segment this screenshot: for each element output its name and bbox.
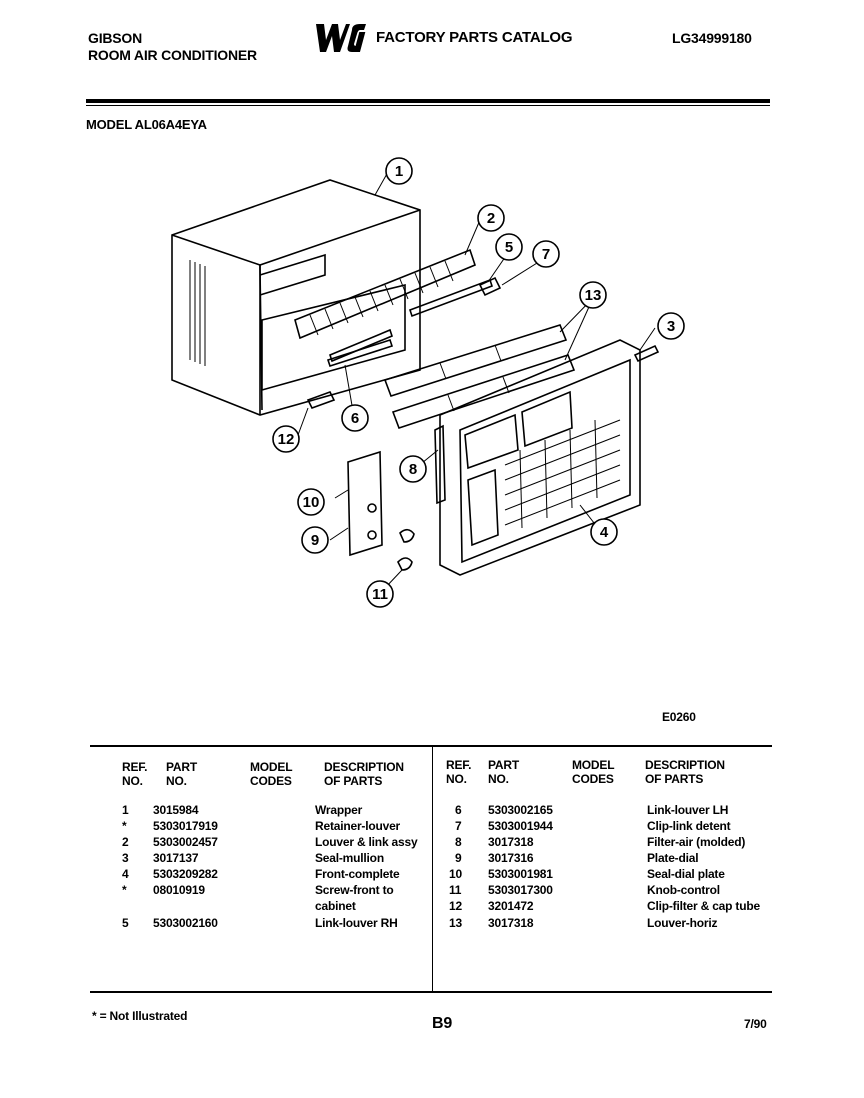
callout-13: 13 [579,281,607,309]
link-louver-rh [408,278,494,318]
header-ref-right: REF.NO. [446,758,472,786]
catalog-number: LG34999180 [672,30,752,46]
brand-name: GIBSON [88,30,143,46]
header-ref: REF.NO. [122,760,148,788]
table-top-rule [90,745,772,747]
svg-text:11: 11 [372,586,388,603]
svg-text:13: 13 [585,287,602,304]
diagram-drawing: 1 2 5 7 13 3 6 12 8 10 9 4 11 [171,157,685,608]
clip-link-detent [478,276,502,297]
callout-12: 12 [272,425,300,453]
svg-text:1: 1 [395,163,403,180]
front-complete [439,339,641,576]
svg-text:8: 8 [409,461,417,478]
plate-dial [347,450,383,557]
svg-text:5: 5 [505,239,513,256]
callout-10: 10 [297,488,325,516]
table-divider [432,745,433,992]
svg-text:4: 4 [600,524,609,541]
svg-text:3: 3 [667,318,675,335]
svg-text:10: 10 [303,494,320,511]
not-illustrated-note: * = Not Illustrated [92,1009,188,1023]
louver-horiz [383,324,568,397]
callout-2: 2 [477,204,505,232]
louver-link-assy [294,248,476,340]
clip-filter [306,391,336,409]
catalog-date: 7/90 [744,1017,767,1031]
callout-11: 11 [366,580,394,608]
table-bottom-rule [90,991,772,993]
page-number: B9 [432,1015,453,1032]
callout-6: 6 [341,404,369,432]
wrapper-cabinet [171,179,421,416]
link-louver-lh [326,338,394,368]
callout-5: 5 [495,233,523,261]
model-label: MODEL AL06A4EYA [86,117,207,132]
catalog-title: FACTORY PARTS CATALOG [376,29,573,46]
knob-control [399,528,415,543]
product-name: ROOM AIR CONDITIONER [88,47,257,63]
svg-text:9: 9 [311,532,319,549]
svg-text:6: 6 [351,410,359,427]
svg-text:2: 2 [487,210,495,227]
callout-7: 7 [532,240,560,268]
callout-9: 9 [301,526,329,554]
exploded-parts-diagram: 1 2 5 7 13 3 6 12 8 10 9 4 11 [150,150,790,620]
callout-8: 8 [399,455,427,483]
figure-code: E0260 [662,710,696,724]
callout-1: 1 [385,157,413,185]
callout-3: 3 [657,312,685,340]
header-rule [86,99,770,103]
header-rule-thin [86,105,770,106]
callout-4: 4 [590,518,618,546]
seal-mullion [633,344,660,363]
filter-air [434,424,446,505]
svg-text:7: 7 [542,246,550,263]
svg-text:12: 12 [278,431,295,448]
wci-logo [314,22,370,54]
